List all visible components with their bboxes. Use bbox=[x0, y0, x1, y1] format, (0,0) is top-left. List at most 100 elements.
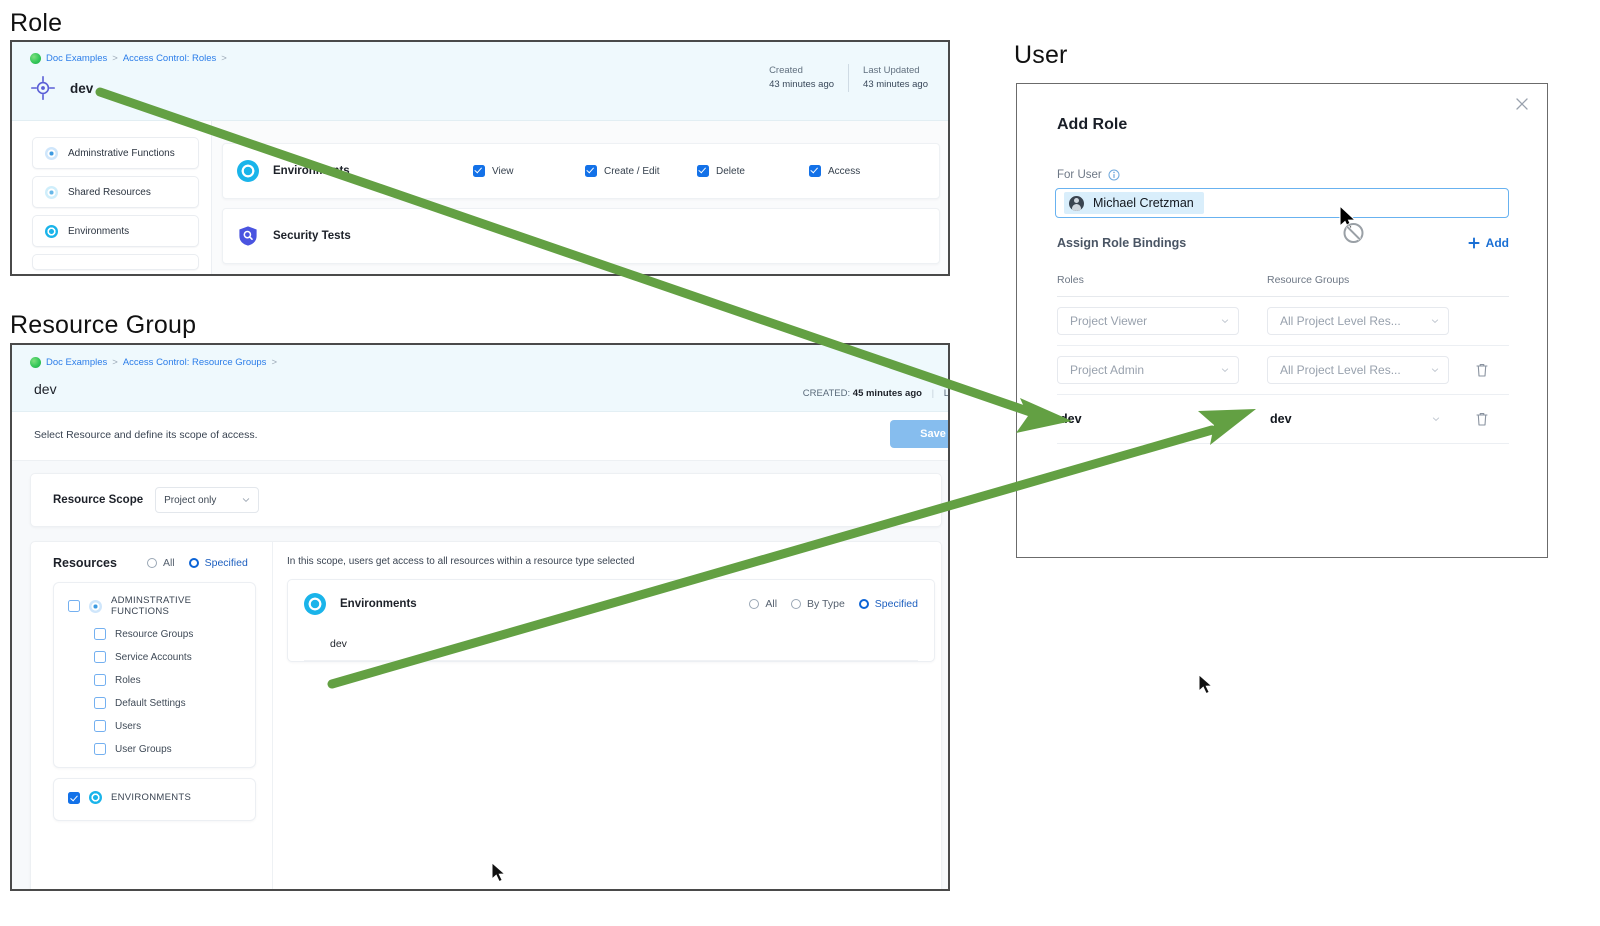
add-binding-label: Add bbox=[1485, 236, 1509, 250]
checkbox-checked-icon[interactable] bbox=[697, 165, 709, 177]
role-meta: Created 43 minutes ago Last Updated 43 m… bbox=[755, 64, 942, 92]
breadcrumb-project[interactable]: Doc Examples bbox=[46, 357, 108, 368]
radio-label: By Type bbox=[807, 598, 845, 610]
role-meta-created: Created 43 minutes ago bbox=[755, 64, 848, 92]
checkbox-unchecked-icon[interactable] bbox=[94, 697, 106, 709]
close-icon[interactable] bbox=[1514, 96, 1530, 112]
resource-scope-value: Project only bbox=[164, 494, 217, 506]
permission-delete[interactable]: Delete bbox=[697, 165, 809, 177]
checkbox-unchecked-icon[interactable] bbox=[94, 628, 106, 640]
plus-icon bbox=[1468, 237, 1480, 249]
scope-detail-area: In this scope, users get access to all r… bbox=[273, 542, 941, 889]
resource-item-users[interactable]: Users bbox=[94, 720, 245, 732]
checkbox-checked-icon[interactable] bbox=[68, 791, 80, 804]
column-header-resource-groups: Resource Groups bbox=[1267, 274, 1350, 286]
target-icon bbox=[30, 75, 56, 101]
resources-radio-specified[interactable]: Specified bbox=[188, 557, 248, 569]
env-radio-specified[interactable]: Specified bbox=[858, 598, 918, 610]
permission-row-name: Security Tests bbox=[273, 230, 351, 242]
add-binding-button[interactable]: Add bbox=[1468, 236, 1509, 250]
resource-group-select-value: All Project Level Res... bbox=[1280, 363, 1401, 377]
resource-group-screenshot-panel: Doc Examples > Access Control: Resource … bbox=[10, 343, 950, 891]
resource-group-select[interactable]: All Project Level Res... bbox=[1267, 356, 1449, 384]
created-value: 45 minutes ago bbox=[852, 388, 922, 399]
group-header[interactable]: ADMINSTRATIVE FUNCTIONS bbox=[68, 595, 245, 617]
role-category-environments[interactable]: Environments bbox=[32, 215, 199, 247]
resource-item-default-settings[interactable]: Default Settings bbox=[94, 697, 245, 709]
row-actions bbox=[1453, 411, 1509, 427]
environment-item-dev[interactable]: dev bbox=[304, 628, 918, 661]
resource-scope-card: Resource Scope Project only bbox=[30, 473, 942, 527]
save-button[interactable]: Save bbox=[890, 420, 948, 448]
resources-radio-all[interactable]: All bbox=[146, 557, 175, 569]
role-category-partial[interactable] bbox=[32, 254, 199, 270]
permission-view[interactable]: View bbox=[473, 165, 585, 177]
resource-group-subheader: Select Resource and define its scope of … bbox=[12, 412, 948, 461]
for-user-field[interactable]: Michael Cretzman bbox=[1055, 188, 1509, 218]
breadcrumb-separator-end: > bbox=[271, 357, 277, 368]
admin-functions-icon bbox=[45, 146, 58, 160]
permission-label: Delete bbox=[716, 165, 745, 177]
security-tests-icon bbox=[237, 225, 259, 247]
resource-group-environments: ENVIRONMENTS bbox=[53, 778, 256, 821]
resource-group-select[interactable]: All Project Level Res... bbox=[1267, 307, 1449, 335]
resource-group-select-value: dev bbox=[1270, 412, 1292, 426]
breadcrumb-section[interactable]: Access Control: Roles bbox=[122, 53, 217, 64]
role-select[interactable]: Project Admin bbox=[1057, 356, 1239, 384]
radio-unselected-icon bbox=[791, 599, 802, 609]
permission-row-environments: Environments View Create / Edit Delet bbox=[222, 143, 940, 199]
role-bindings-table: Roles Resource Groups Project Viewer bbox=[1057, 274, 1509, 444]
checkbox-unchecked-icon[interactable] bbox=[94, 651, 106, 663]
role-category-shared-resources[interactable]: Shared Resources bbox=[32, 176, 199, 208]
table-row: Project Admin All Project Level Res... bbox=[1057, 346, 1509, 395]
created-label: CREATED: bbox=[802, 388, 851, 399]
role-category-adminstrative-functions[interactable]: Adminstrative Functions bbox=[32, 137, 199, 169]
breadcrumb[interactable]: Doc Examples > Access Control: Resource … bbox=[30, 357, 277, 368]
info-icon[interactable] bbox=[1108, 169, 1120, 181]
breadcrumb-project[interactable]: Doc Examples bbox=[46, 53, 108, 64]
role-select[interactable]: Project Viewer bbox=[1057, 307, 1239, 335]
radio-label: Specified bbox=[874, 598, 918, 610]
table-row: Project Viewer All Project Level Res... bbox=[1057, 297, 1509, 346]
resource-item-user-groups[interactable]: User Groups bbox=[94, 743, 245, 755]
resource-item-roles[interactable]: Roles bbox=[94, 674, 245, 686]
resource-item-service-accounts[interactable]: Service Accounts bbox=[94, 651, 245, 663]
resource-group-cell: All Project Level Res... bbox=[1267, 307, 1453, 335]
env-radio-all[interactable]: All bbox=[749, 598, 777, 610]
role-select[interactable]: dev bbox=[1057, 405, 1239, 433]
permission-create-edit[interactable]: Create / Edit bbox=[585, 165, 697, 177]
role-select-value: Project Admin bbox=[1070, 363, 1145, 377]
role-select-value: dev bbox=[1060, 412, 1082, 426]
role-screenshot-panel: Doc Examples > Access Control: Roles > bbox=[10, 40, 950, 276]
permission-access[interactable]: Access bbox=[809, 165, 921, 177]
resource-scope-select[interactable]: Project only bbox=[155, 487, 260, 513]
checkbox-unchecked-icon[interactable] bbox=[94, 674, 106, 686]
caption-user: User bbox=[1014, 41, 1068, 69]
resource-group-select[interactable]: dev bbox=[1267, 405, 1449, 433]
permission-checkbox-group: View Create / Edit Delete Access bbox=[473, 165, 925, 177]
mouse-cursor-arrow bbox=[1198, 673, 1220, 700]
checkbox-checked-icon[interactable] bbox=[809, 165, 821, 177]
row-actions bbox=[1453, 362, 1509, 378]
resource-item-label: Resource Groups bbox=[115, 628, 194, 640]
environments-icon bbox=[304, 593, 326, 615]
breadcrumb-section[interactable]: Access Control: Resource Groups bbox=[122, 357, 267, 368]
delete-icon[interactable] bbox=[1475, 362, 1489, 378]
role-cell: dev bbox=[1057, 405, 1267, 433]
radio-label: All bbox=[162, 557, 175, 569]
resource-item-resource-groups[interactable]: Resource Groups bbox=[94, 628, 245, 640]
checkbox-checked-icon[interactable] bbox=[473, 165, 485, 177]
env-radio-by-type[interactable]: By Type bbox=[791, 598, 845, 610]
role-meta-updated: Last Updated 43 minutes ago bbox=[848, 64, 942, 92]
group-header[interactable]: ENVIRONMENTS bbox=[68, 791, 245, 804]
role-category-list: Adminstrative Functions Shared Resources… bbox=[12, 121, 212, 274]
checkbox-unchecked-icon[interactable] bbox=[68, 600, 80, 612]
delete-icon[interactable] bbox=[1475, 411, 1489, 427]
checkbox-checked-icon[interactable] bbox=[585, 165, 597, 177]
breadcrumb[interactable]: Doc Examples > Access Control: Roles > bbox=[30, 53, 227, 64]
selected-user-chip[interactable]: Michael Cretzman bbox=[1064, 192, 1204, 214]
role-category-label: Shared Resources bbox=[68, 186, 151, 198]
checkbox-unchecked-icon[interactable] bbox=[94, 743, 106, 755]
chevron-down-icon bbox=[1221, 368, 1229, 372]
checkbox-unchecked-icon[interactable] bbox=[94, 720, 106, 732]
